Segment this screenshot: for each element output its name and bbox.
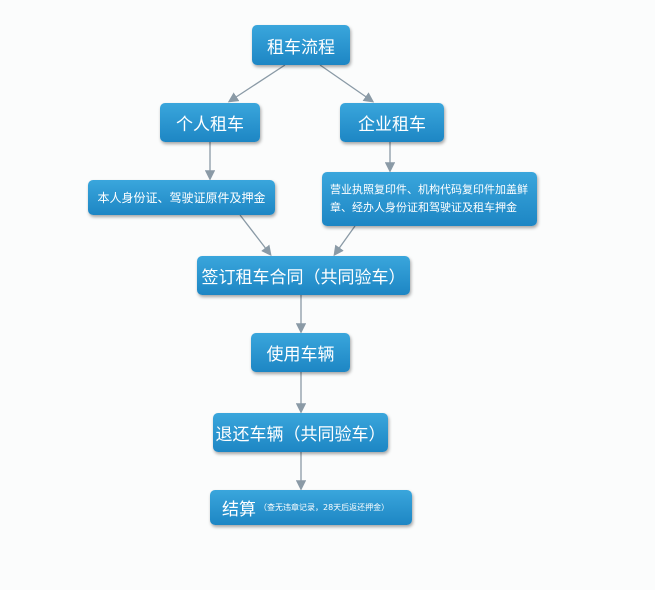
node-label: 签订租车合同（共同验车） (201, 268, 406, 288)
node-use-vehicle: 使用车辆 (251, 333, 350, 372)
node-settlement: 结算（查无违章记录，28天后返还押金） (210, 490, 412, 525)
node-sign-contract: 签订租车合同（共同验车） (197, 256, 410, 295)
node-company-docs: 营业执照复印件、机构代码复印件加盖鲜章、经办人身份证和驾驶证及租车押金 (322, 172, 537, 226)
arrow (319, 64, 375, 103)
node-label: 本人身份证、驾驶证原件及押金 (97, 191, 266, 205)
node-label: 营业执照复印件、机构代码复印件加盖鲜章、经办人身份证和驾驶证及租车押金 (330, 183, 528, 214)
arrow (239, 214, 272, 257)
node-label: 个人租车 (176, 115, 244, 135)
node-label: 企业租车 (358, 115, 426, 135)
node-company-rental: 企业租车 (340, 103, 444, 142)
node-personal-rental: 个人租车 (160, 103, 260, 142)
node-label: 结算 (222, 500, 256, 520)
node-return-vehicle: 退还车辆（共同验车） (213, 413, 388, 452)
node-personal-docs: 本人身份证、驾驶证原件及押金 (88, 180, 275, 215)
node-label: 退还车辆（共同验车） (215, 425, 386, 445)
node-label: 租车流程 (267, 37, 335, 58)
node-label: 使用车辆 (266, 345, 335, 365)
node-rental-process: 租车流程 (252, 25, 350, 65)
arrow (227, 64, 286, 103)
arrow (333, 225, 356, 257)
settlement-note: （查无违章记录，28天后返还押金） (259, 503, 390, 512)
